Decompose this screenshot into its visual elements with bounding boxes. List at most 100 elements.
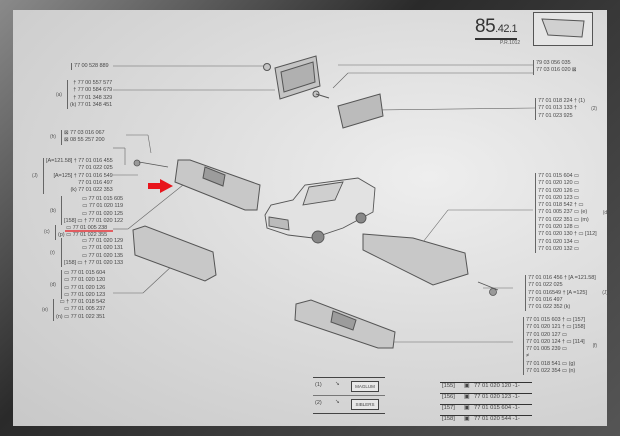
parts-table: [155]▣77 01 020 120 -1- [156]▣77 01 020 … [440, 382, 532, 426]
page-number-main: 85 [475, 16, 496, 37]
page-number-suffix: .1 [508, 23, 518, 35]
part-number: 77 03 016 020 ⊠ [536, 67, 577, 74]
part-number: 77 01 020 121 † ▭ [158] [526, 324, 585, 331]
group-tag: (a) [56, 91, 62, 98]
table-row: [156]▣77 01 020 123 -1- [440, 393, 532, 404]
part-number: † 77 00 584 679 [73, 87, 113, 94]
part-number: ⊠ 08 55 257 200 [64, 137, 105, 144]
catalog-page: 85.42.1 P.R.1012 [13, 10, 607, 426]
group-tag: (c) [44, 229, 50, 236]
visor-hinges [133, 159, 499, 296]
part-number: ▭ 77 01 020 119 [82, 203, 123, 210]
ref: [157] [442, 405, 455, 411]
part-number: (k) 77 01 022 353 [70, 187, 113, 194]
part-number: ▭ 77 01 020 125 [81, 210, 123, 217]
part-number: 77 01 005 239 ▭ [526, 346, 568, 353]
part-number: ▭ 77 01 020 123 [64, 291, 106, 298]
ref: [155] [442, 383, 455, 389]
part-number: 77 01 018 224 † (1) [538, 98, 585, 104]
part-number: 77 01 023 925 [538, 112, 573, 119]
part-number: ▭ † 77 01 018 542 [59, 299, 106, 305]
part-number: 77 01 016 497 [78, 179, 113, 186]
part-number: 77 01 022 352 (k) [528, 304, 571, 311]
part-number: 79 03 056 035 [536, 60, 571, 66]
pr-reference: P.R.1012 [500, 40, 521, 46]
part-number: [A=125] † 77 01 016 549 [53, 172, 113, 179]
part-number: (n) ▭ 77 01 022 351 [56, 313, 106, 320]
legend-row: (1)↘MAGLUM [313, 378, 385, 395]
group-tag: (d) [602, 210, 607, 217]
group-tag: (f) [592, 343, 598, 350]
part-number: 77 01 022 351 ▭ (m) [538, 216, 589, 223]
page-number-sub: .42 [495, 23, 509, 35]
page-number: 85.42.1 [475, 16, 518, 40]
part-number: [158] ▭ † 77 01 020 133 [64, 259, 123, 266]
part-group-e-left: (e) ▭ † 77 01 018 542▭ 77 01 005 237(n) ▭… [42, 299, 106, 321]
part-number: 77 01 020 120 ▭ [538, 180, 580, 187]
visor-lower-left [132, 225, 217, 282]
legend-box: MAGLUM [351, 381, 379, 392]
part-group-b: (b)▭ 77 01 015 605▭ 77 01 020 119▭ 77 01… [50, 196, 123, 226]
part-number: 77 01 016 497 [528, 296, 563, 303]
box-icon: ▣ [464, 405, 470, 411]
part-number: 77 01 020 134 ▭ [538, 238, 580, 245]
code: 77 01 020 544 -1- [474, 416, 520, 422]
part-number: † 77 01 348 329 [73, 94, 113, 101]
part-group-mirror-12: (2)77 01 018 224 † (1)77 01 013 133 †77 … [535, 98, 597, 120]
part-number: † 77 00 557 577 [73, 80, 113, 86]
group-tag: (h) [50, 134, 56, 141]
code: 77 01 015 604 -1- [474, 405, 520, 411]
table-row: [157] ▣ 77 01 015 604 -1- [440, 404, 532, 415]
box-icon: ▣ [464, 383, 470, 389]
part-number: ▭ 77 01 020 120 [64, 277, 106, 284]
part-number: 77 01 015 603 † ▭ [157] [526, 317, 585, 323]
visor-right [362, 233, 469, 286]
part-number: 77 01 022 025 [528, 282, 563, 289]
part-group-r: (r) ▭ 77 01 020 129▭ 77 01 020 131▭ 77 01… [50, 238, 123, 268]
legend-num: (1) [315, 382, 322, 388]
code: 77 01 020 120 -1- [474, 383, 520, 389]
part-group-d-right: (d)77 01 015 604 ▭77 01 020 120 ▭77 01 0… [535, 173, 607, 254]
part-number: ▭ 77 01 020 129 [81, 238, 123, 244]
car-illustration [264, 177, 376, 244]
legend-box: SIBLERS [351, 399, 379, 410]
visor-upper-left [174, 159, 261, 211]
box-icon: ▣ [464, 416, 470, 422]
part-group-c: (c) ▭ 77 01 005 238(p) ▭ 77 01 022 355 [44, 225, 108, 240]
legend-row: (2)↘SIBLERS [313, 395, 385, 413]
part-group-f: (f) 77 01 015 603 † ▭ [157]77 01 020 121 … [523, 317, 597, 376]
part-number: 77 01 018 541 ▭ (g) [526, 360, 576, 367]
part-number: 77 01 020 124 † ▭ [114] [526, 338, 585, 345]
part-group-a: (a) † 77 00 557 577† 77 00 584 679† 77 01… [56, 80, 113, 110]
part-number: 77 01 020 123 ▭ [538, 194, 580, 201]
part-number: ⊠ 77 03 016 067 [64, 130, 105, 136]
part-number: 77 01 016 456 † [A =121.58] [528, 275, 596, 281]
part-number: (p) ▭ 77 01 022 355 [58, 232, 108, 239]
red-arrow-icon [148, 179, 173, 193]
visor-thumb-icon [541, 18, 585, 38]
part-number: ▭ 77 01 015 604 [64, 270, 106, 276]
part-number: 77 01 022 025 [78, 165, 113, 172]
group-tag: (r) [50, 249, 55, 256]
group-tag: (e) [42, 306, 48, 313]
group-tag: (J) [32, 173, 38, 180]
code: 77 01 020 123 -1- [474, 394, 520, 400]
part-number: 77 01 022 354 ▭ (n) [526, 368, 576, 375]
part-group-a-top: 77 00 528 889 [71, 63, 109, 71]
part-number: ≠ [526, 353, 529, 360]
part-number: ▭ 77 01 005 238 [65, 225, 108, 231]
part-number: ▭ 77 01 020 131 [81, 245, 123, 252]
exploded-diagram [65, 55, 536, 349]
part-group-h: (h) ⊠ 77 03 016 067⊠ 08 55 257 200 [50, 130, 105, 145]
part-number: 77 01 020 127 ▭ [526, 331, 568, 338]
part-group-j-right: (J)77 01 016 456 † [A =121.58]77 01 022 … [525, 275, 607, 312]
group-tag: (2) [591, 105, 597, 112]
part-number: 77 01 020 126 ▭ [538, 187, 580, 194]
part-number: ▭ 77 01 020 135 [81, 252, 123, 259]
part-number: 77 01 018 542 † ▭ [538, 202, 584, 209]
part-number: ▭ 77 01 020 126 [64, 284, 106, 291]
ref: [158] [442, 416, 455, 422]
part-number: ▭ 77 01 005 237 [63, 306, 106, 313]
box-icon: ▣ [464, 394, 470, 400]
